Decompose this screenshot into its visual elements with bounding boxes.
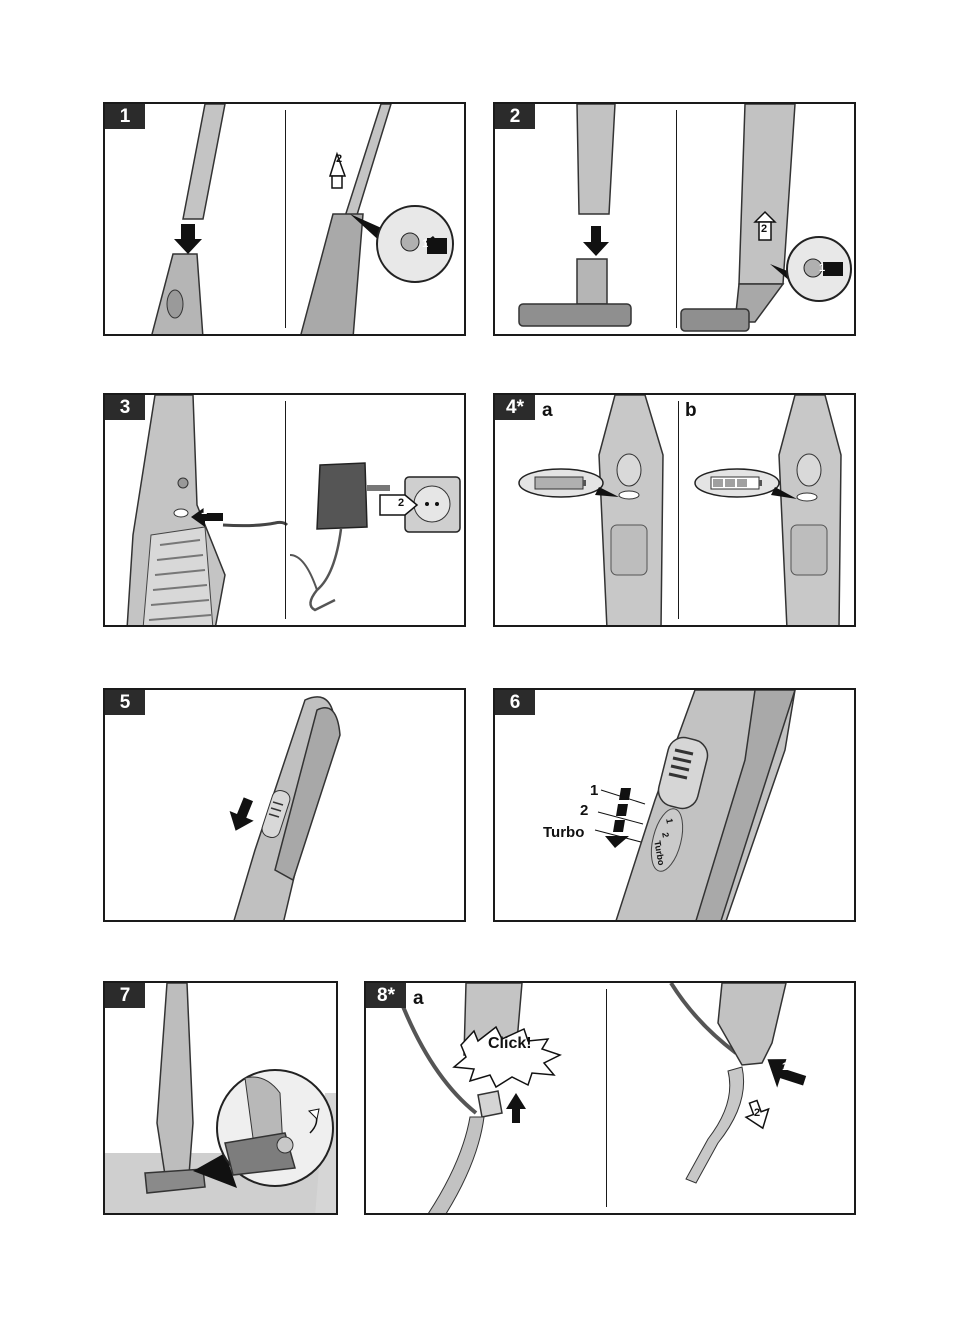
illustration-attach-hose — [392, 983, 807, 1213]
step-marker-1: 1 — [422, 238, 429, 250]
panel-number: 5 — [105, 690, 145, 715]
figure-panel-8: 8* a Click! 1 2 — [364, 981, 856, 1215]
subfigure-label-a: a — [413, 988, 424, 1009]
illustration-charging — [126, 395, 461, 625]
panel-number: 6 — [495, 690, 535, 715]
power-level-2: 2 — [580, 802, 589, 819]
panel-number: 4* — [495, 395, 535, 420]
panel-divider — [678, 401, 679, 619]
step-marker-2: 2 — [761, 223, 768, 235]
figure-panel-1: 1 2 1 — [103, 102, 466, 336]
panel-number: 3 — [105, 395, 145, 420]
subfigure-label-a: a — [542, 400, 553, 421]
panel-divider — [285, 110, 286, 328]
panel-number: 8* — [366, 983, 406, 1008]
figure-panel-5: 5 — [103, 688, 466, 922]
power-level-1: 1 — [590, 782, 599, 799]
panel-number: 2 — [495, 104, 535, 129]
panel-number: 7 — [105, 983, 145, 1008]
panel-divider — [676, 110, 677, 328]
illustration-power-levels — [594, 690, 796, 920]
panel-divider — [285, 401, 286, 619]
figure-panel-3: 3 1 2 — [103, 393, 466, 627]
figure-panel-2: 2 2 1 — [493, 102, 856, 336]
panel-divider — [606, 989, 607, 1207]
step-marker-2: 2 — [336, 153, 343, 165]
figure-panel-7: 7 — [103, 981, 338, 1215]
panel-number: 1 — [105, 104, 145, 129]
step-marker-2: 2 — [754, 1107, 761, 1119]
step-marker-1: 1 — [819, 262, 826, 274]
step-marker-1: 1 — [201, 505, 208, 517]
power-level-turbo: Turbo — [543, 824, 585, 841]
figure-panel-4: 4* a b — [493, 393, 856, 627]
step-marker-1: 1 — [782, 1061, 789, 1073]
illustration-parking-position — [105, 983, 336, 1213]
subfigure-label-b: b — [685, 400, 697, 421]
illustration-battery-indicator — [518, 395, 842, 625]
click-label: Click! — [488, 1035, 532, 1052]
illustration-attach-handle — [151, 104, 454, 334]
figure-panel-6: 6 1 2 Turbo 1 2 Turbo — [493, 688, 856, 922]
illustration-attach-floor-nozzle — [518, 104, 852, 332]
illustration-power-switch — [229, 696, 341, 920]
step-marker-2: 2 — [398, 497, 405, 509]
